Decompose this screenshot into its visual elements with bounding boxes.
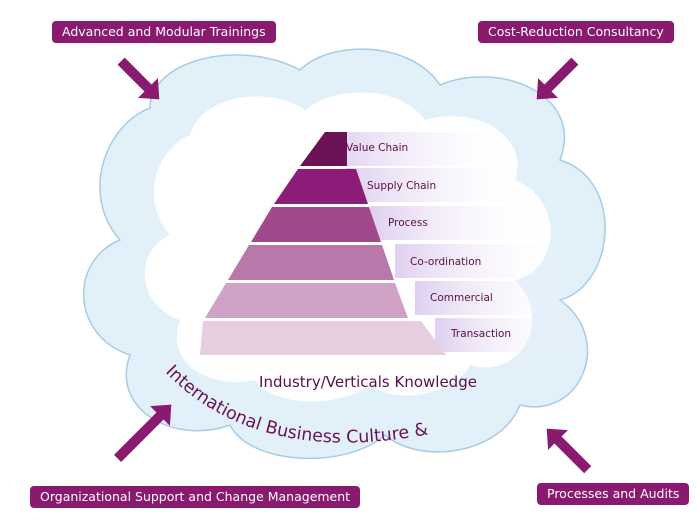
- label-organizational-support: Organizational Support and Change Manage…: [30, 486, 361, 508]
- pyramid-layer-4: [228, 245, 394, 280]
- arrows: [114, 57, 592, 474]
- layer-label-commercial: Commercial: [430, 292, 493, 304]
- layer-label-supply-chain: Supply Chain: [367, 180, 436, 192]
- layer-label-value-chain: Value Chain: [346, 142, 408, 154]
- layer-label-co-ordination: Co-ordination: [410, 256, 481, 268]
- label-cost-reduction-consultancy: Cost-Reduction Consultancy: [478, 21, 674, 43]
- arrow-top-left-icon: [117, 57, 160, 100]
- arrow-bottom-left-icon: [114, 404, 172, 462]
- pyramid-layer-3: [251, 207, 381, 242]
- pyramid-layer-6: [200, 321, 446, 355]
- label-processes-and-audits: Processes and Audits: [537, 483, 690, 505]
- pyramid-labels: Value Chain Supply Chain Process Co-ordi…: [346, 142, 511, 340]
- pyramid-layer-1: [300, 132, 347, 166]
- pyramid-layer-2: [274, 169, 368, 204]
- pyramid: [200, 132, 446, 355]
- arrow-bottom-right-icon: [546, 428, 592, 474]
- pyramid-layer-5: [205, 283, 408, 318]
- label-advanced-modular-trainings: Advanced and Modular Trainings: [52, 21, 276, 43]
- layer-label-transaction: Transaction: [450, 328, 511, 340]
- pyramid-label-bands: [330, 132, 575, 352]
- industry-knowledge-label: Industry/Verticals Knowledge: [259, 373, 477, 391]
- layer-label-process: Process: [388, 217, 428, 229]
- arrow-top-right-icon: [536, 57, 579, 100]
